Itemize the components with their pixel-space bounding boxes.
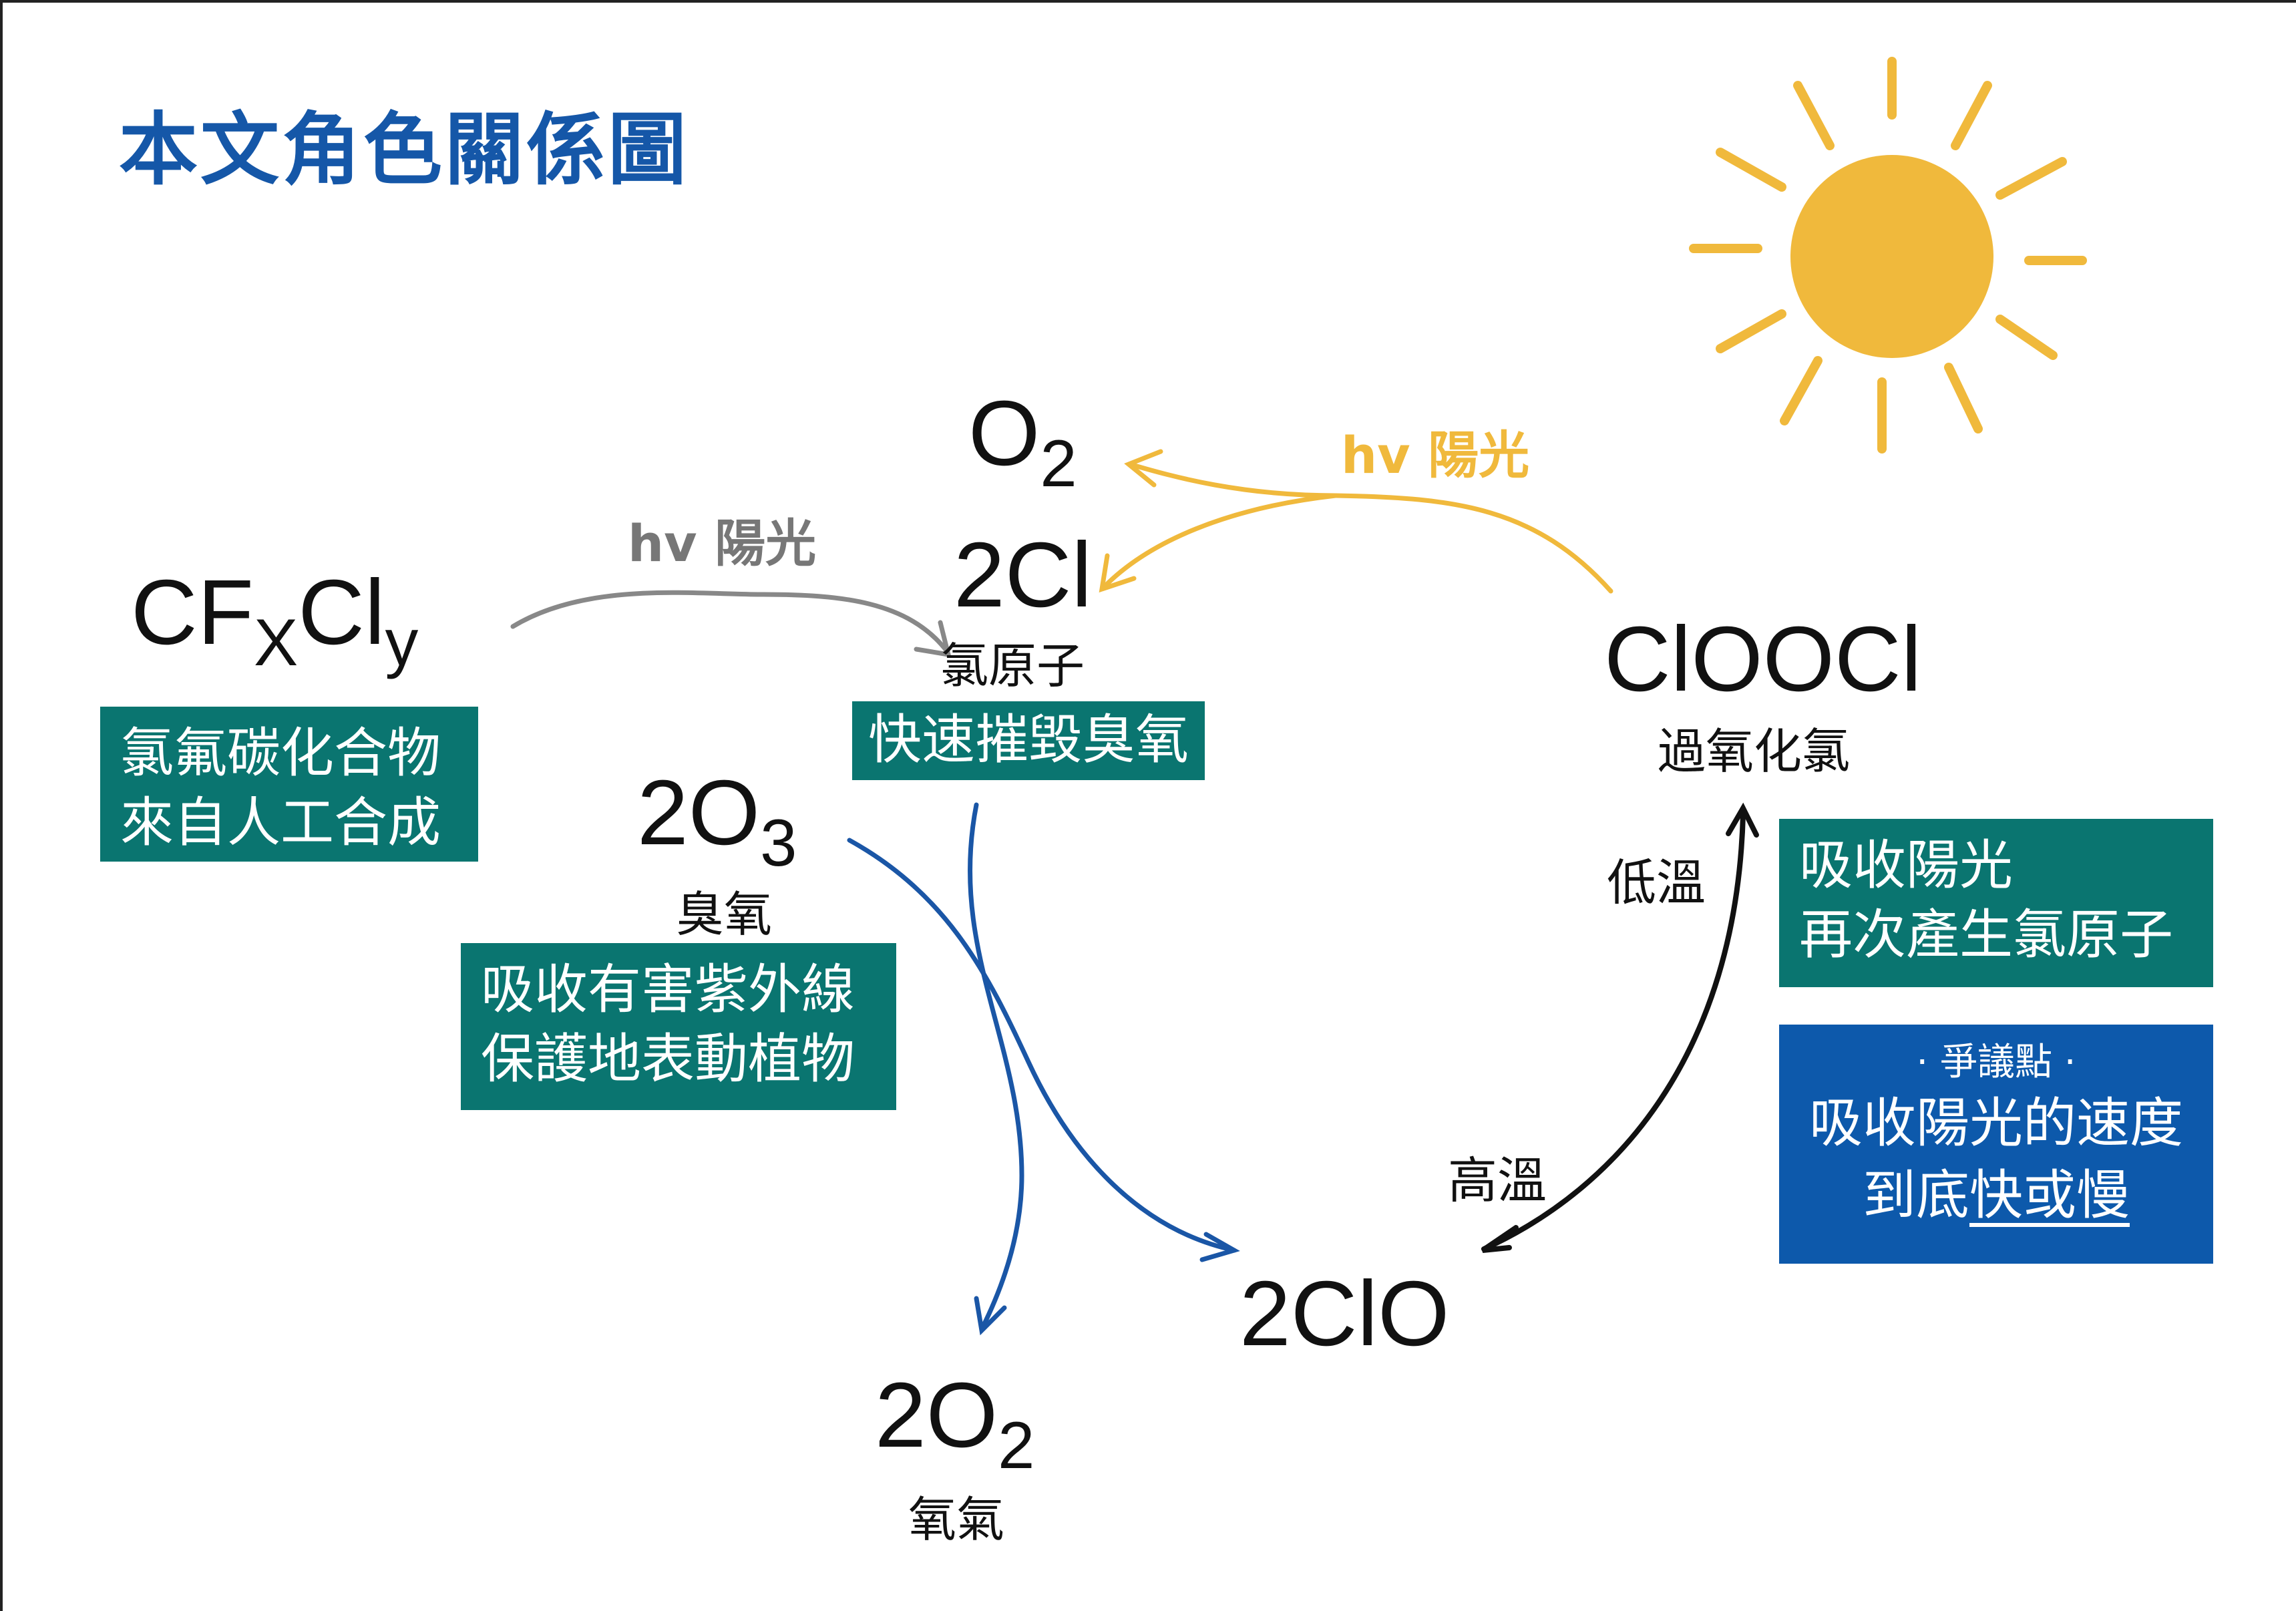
label-low-temp: 低溫 [1607,854,1706,912]
cfc-description-box: 氯氟碳化合物 來自人工合成 [100,707,478,862]
controversy-line-1: 吸收陽光的速度 [1809,1092,2183,1154]
hv-label-gray: hv 陽光 [628,514,817,573]
clooc-box-line-2: 再次產生氯原子 [1799,904,2173,966]
sun-disc [1790,155,1993,358]
arrow-cl-to-o2 [967,802,1024,1336]
name-chlorine-peroxide: 過氧化氯 [1658,723,1851,779]
page-title: 本文角色關係圖 [119,104,690,196]
formula-2clo: 2ClO [1239,1262,1450,1365]
cfc-box-line-2: 來自人工合成 [120,791,441,854]
sun-icon [1689,57,2087,454]
arrow-clooc-to-o2-cl [1099,449,1613,594]
hv-label-yellow: hv 陽光 [1341,425,1530,485]
formula-o2-top: O2 [968,382,1077,501]
ozone-description-box: 吸收有害紫外線 保護地表動植物 [461,943,896,1110]
controversy-line-2-plain: 到底 [1863,1164,1969,1226]
controversy-box: · 爭議點 · 吸收陽光的速度 到底快或慢 [1779,1025,2213,1264]
formula-cfc: CFXCly [131,561,419,680]
cl-description-box: 快速摧毀臭氧 [852,701,1205,780]
controversy-line-2: 到底快或慢 [1779,1159,2213,1232]
formula-clooc: ClOOCl [1604,608,1922,711]
formula-ozone: 2O3 [637,761,797,880]
controversy-line-2-underlined: 快或慢 [1969,1164,2130,1226]
label-high-temp: 高溫 [1448,1152,1547,1210]
arrow-cfc-to-cl [510,590,952,658]
name-chlorine-atom: 氯原子 [940,638,1085,694]
formula-o2-bottom: 2O2 [875,1364,1035,1483]
name-oxygen: 氧氣 [908,1491,1005,1548]
cfc-box-line-1: 氯氟碳化合物 [120,722,441,784]
name-ozone: 臭氧 [676,886,773,942]
clooc-description-box: 吸收陽光 再次產生氯原子 [1779,819,2213,987]
arrow-o3-to-clo [847,838,1240,1262]
ozone-box-line-1: 吸收有害紫外線 [481,958,855,1021]
clooc-box-line-1: 吸收陽光 [1799,834,2013,896]
arrow-clo-clooc [1481,802,1759,1253]
formula-2cl: 2Cl [954,524,1093,626]
ozone-box-line-2: 保護地表動植物 [481,1028,855,1090]
controversy-header: · 爭議點 · [1916,1041,2076,1084]
